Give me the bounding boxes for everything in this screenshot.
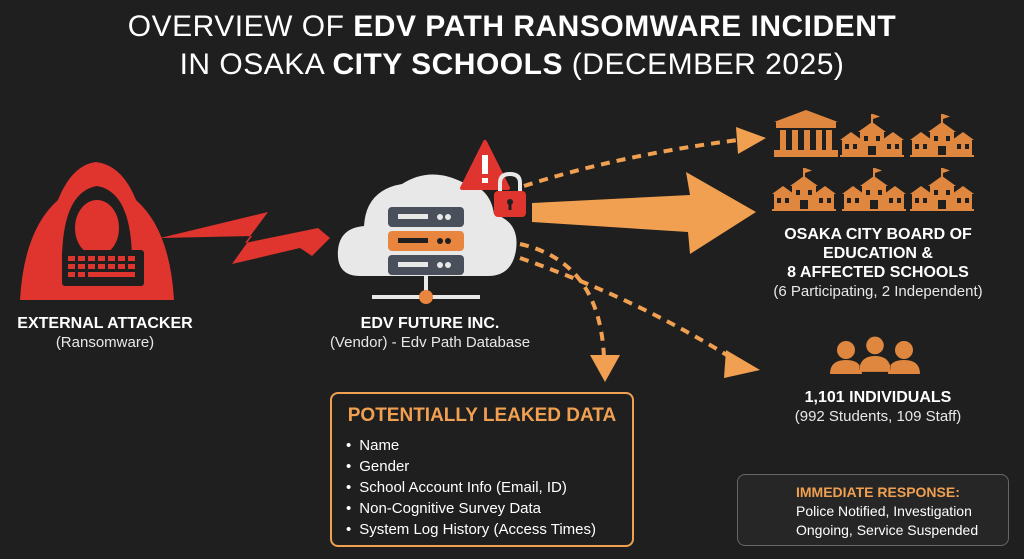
leaked-data-title: POTENTIALLY LEAKED DATA: [347, 405, 617, 426]
lightning-bolt-icon: [160, 212, 330, 264]
school-building-icon: [910, 168, 974, 211]
leaked-item: Gender: [346, 456, 596, 477]
leaked-item: System Log History (Access Times): [346, 519, 596, 540]
schools-sub: (6 Participating, 2 Independent): [773, 283, 983, 300]
warning-icon: [460, 140, 510, 190]
dashed-arrows: [519, 138, 740, 364]
hooded-attacker-icon: [20, 162, 174, 300]
arrow-head-leaked: [590, 355, 620, 382]
attacker-name: EXTERNAL ATTACKER: [17, 315, 193, 332]
school-building-icon: [842, 168, 906, 211]
arrow-head-schools: [736, 127, 766, 154]
individuals-sub: (992 Students, 109 Staff): [794, 408, 962, 425]
leaked-data-box: POTENTIALLY LEAKED DATA Name Gender Scho…: [330, 392, 634, 547]
schools-line-1: OSAKA CITY BOARD OF: [784, 226, 972, 243]
vendor-label: EDV FUTURE INC. (Vendor) - Edv Path Data…: [310, 314, 550, 352]
solid-arrow-to-schools: [532, 172, 756, 254]
schools-line-2: EDUCATION &: [823, 245, 933, 262]
arrow-head-individuals: [724, 350, 760, 378]
leaked-item: Non-Cognitive Survey Data: [346, 498, 596, 519]
response-title: IMMEDIATE RESPONSE:: [796, 484, 960, 500]
schools-label: OSAKA CITY BOARD OF EDUCATION & 8 AFFECT…: [744, 225, 1012, 301]
school-building-icon: [840, 114, 904, 157]
leaked-item: Name: [346, 435, 596, 456]
school-building-icon: [910, 114, 974, 157]
response-line-1: Police Notified, Investigation: [796, 503, 972, 519]
school-building-icon: [772, 168, 836, 211]
response-text: Police Notified, Investigation Ongoing, …: [796, 502, 1006, 540]
title-line-1: OVERVIEW OF EDV PATH RANSOMWARE INCIDENT: [127, 10, 897, 43]
vendor-sub: (Vendor) - Edv Path Database: [329, 334, 531, 351]
vendor-name: EDV FUTURE INC.: [360, 315, 500, 332]
cloud-server-icon: [337, 174, 517, 304]
leaked-item: School Account Info (Email, ID): [346, 477, 596, 498]
page-title: OVERVIEW OF EDV PATH RANSOMWARE INCIDENT…: [0, 8, 1024, 84]
title-line-2: IN OSAKA CITY SCHOOLS (DECEMBER 2025): [179, 48, 845, 81]
immediate-response-box: IMMEDIATE RESPONSE: Police Notified, Inv…: [737, 474, 1009, 546]
individuals-count: 1,101 INDIVIDUALS: [804, 389, 952, 406]
individuals-label: 1,101 INDIVIDUALS (992 Students, 109 Sta…: [744, 388, 1012, 426]
schools-line-3: 8 AFFECTED SCHOOLS: [787, 264, 969, 281]
response-line-2: Ongoing, Service Suspended: [796, 522, 979, 538]
padlock-icon: [494, 171, 526, 217]
attacker-label: EXTERNAL ATTACKER (Ransomware): [0, 314, 210, 352]
leaked-data-list: Name Gender School Account Info (Email, …: [346, 435, 596, 540]
courthouse-icon: [774, 110, 838, 157]
people-group-icon: [830, 336, 920, 374]
attacker-sub: (Ransomware): [55, 334, 155, 351]
